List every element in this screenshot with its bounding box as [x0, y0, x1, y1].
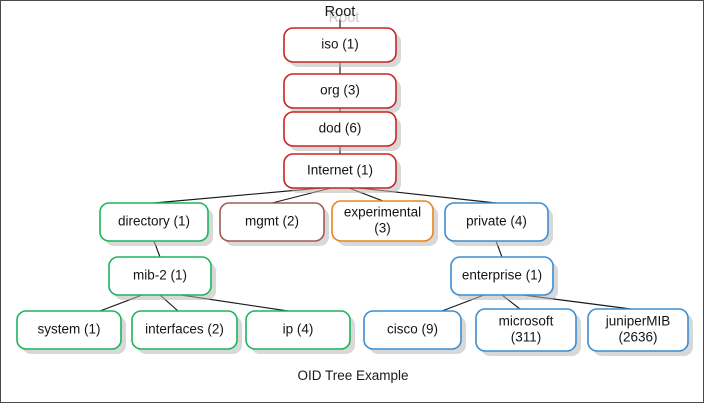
node-rect-dod[interactable]: [283, 111, 397, 147]
node-rect-mib2[interactable]: [108, 256, 212, 296]
node-label-org: org (3): [320, 83, 360, 98]
node-rect-mgmt[interactable]: [219, 202, 325, 242]
node-rect-microsoft[interactable]: [475, 308, 577, 352]
node-mib2[interactable]: mib-2 (1): [108, 256, 216, 300]
node-rect-directory[interactable]: [99, 202, 209, 242]
node-org[interactable]: org (3): [283, 73, 401, 113]
node-iso[interactable]: iso (1): [283, 27, 401, 67]
node-experimental[interactable]: experimental(3): [331, 200, 438, 246]
node-system[interactable]: system (1): [16, 310, 126, 354]
node-label-interfaces: interfaces (2): [145, 322, 224, 337]
node-rect-internet[interactable]: [283, 153, 397, 189]
node-rect-enterprise[interactable]: [450, 256, 554, 296]
node-label-directory: directory (1): [118, 214, 190, 229]
node-directory[interactable]: directory (1): [99, 202, 213, 246]
node-rect-juniper[interactable]: [587, 308, 689, 352]
node-label-juniper: juniperMIB: [605, 314, 671, 329]
node-label-private: private (4): [466, 214, 527, 229]
node-juniper[interactable]: juniperMIB(2636): [587, 308, 693, 356]
root-label-shadow: Root: [329, 10, 360, 26]
node-rect-org[interactable]: [283, 73, 397, 109]
node-label-iso: iso (1): [321, 37, 359, 52]
diagram-caption: OID Tree Example: [297, 368, 408, 383]
node-label-experimental: experimental: [344, 205, 421, 220]
node-private[interactable]: private (4): [444, 202, 553, 246]
node-label-mgmt: mgmt (2): [245, 214, 299, 229]
node-label-microsoft: microsoft: [499, 314, 554, 329]
node-label-ip: ip (4): [283, 322, 314, 337]
node-enterprise[interactable]: enterprise (1): [450, 256, 558, 300]
node-rect-experimental[interactable]: [331, 200, 434, 242]
node-microsoft[interactable]: microsoft(311): [475, 308, 581, 356]
node-internet[interactable]: Internet (1): [283, 153, 401, 193]
node-mgmt[interactable]: mgmt (2): [219, 202, 329, 246]
node-label-cisco: cisco (9): [387, 322, 438, 337]
root-label: Root: [325, 4, 356, 20]
node-dod[interactable]: dod (6): [283, 111, 401, 151]
node-interfaces[interactable]: interfaces (2): [131, 310, 242, 354]
node-label-experimental: (3): [374, 221, 391, 236]
node-rect-private[interactable]: [444, 202, 549, 242]
node-cisco[interactable]: cisco (9): [363, 310, 466, 354]
nodes-layer: iso (1) org (3) dod (6) Internet (1) directo…: [16, 27, 693, 356]
node-label-internet: Internet (1): [307, 163, 373, 178]
node-rect-interfaces[interactable]: [131, 310, 238, 350]
node-label-juniper: (2636): [618, 330, 657, 345]
node-rect-iso[interactable]: [283, 27, 397, 63]
node-rect-system[interactable]: [16, 310, 122, 350]
node-rect-ip[interactable]: [245, 310, 351, 350]
node-label-dod: dod (6): [319, 121, 362, 136]
node-label-mib2: mib-2 (1): [133, 268, 187, 283]
node-ip[interactable]: ip (4): [245, 310, 355, 354]
node-label-enterprise: enterprise (1): [462, 268, 542, 283]
node-rect-cisco[interactable]: [363, 310, 462, 350]
node-label-system: system (1): [37, 322, 100, 337]
node-label-microsoft: (311): [511, 330, 542, 345]
